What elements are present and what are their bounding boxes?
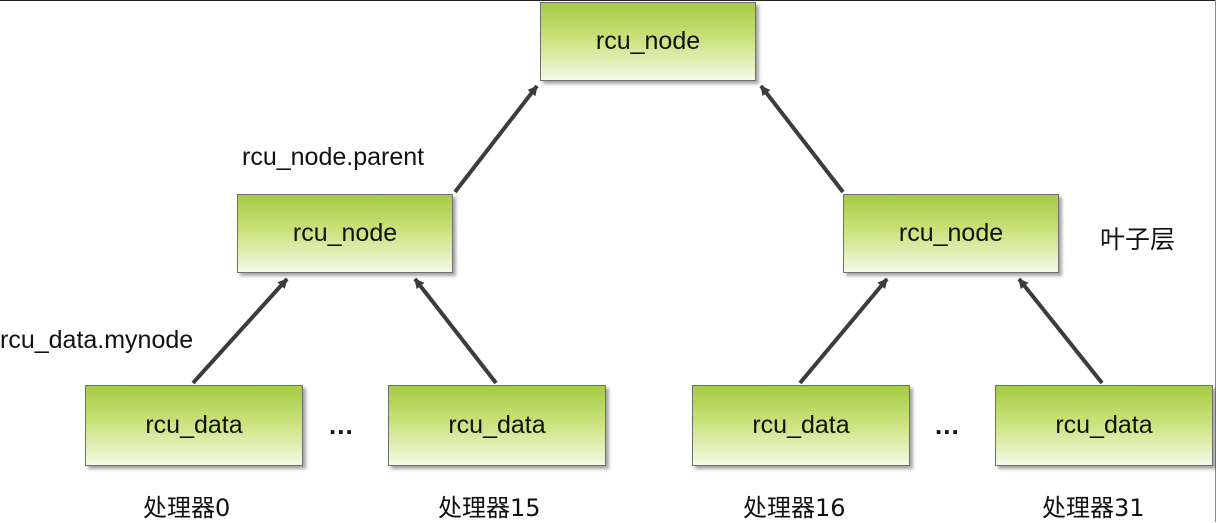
ellipsis-left: ... <box>329 410 354 440</box>
rcu-data-node-16: rcu_data <box>692 385 910 466</box>
cpu-label-15: 处理器15 <box>438 494 541 522</box>
arrow-data0-to-left <box>191 277 289 385</box>
rcu-data-node-15: rcu_data <box>388 385 606 466</box>
arrow-left-to-root <box>453 84 539 194</box>
mynode-pointer-label: rcu_data.mynode <box>0 326 194 354</box>
left-rcu-node: rcu_node <box>237 194 453 273</box>
ellipsis-right: ... <box>935 410 960 440</box>
root-rcu-node-label: rcu_node <box>595 27 701 55</box>
cpu-label-16: 处理器16 <box>743 494 846 522</box>
root-rcu-node: rcu_node <box>540 2 756 81</box>
cpu-label-31: 处理器31 <box>1042 494 1145 522</box>
arrow-data31-to-right <box>1017 277 1104 385</box>
rcu-data-node-0: rcu_data <box>85 385 303 466</box>
arrow-data15-to-left <box>413 277 498 385</box>
cpu-label-0: 处理器0 <box>143 494 231 522</box>
left-rcu-node-label: rcu_node <box>292 219 398 247</box>
arrow-data16-to-right <box>798 277 889 385</box>
top-border <box>0 0 1216 1</box>
parent-pointer-label: rcu_node.parent <box>242 143 425 171</box>
rcu-data-node-label: rcu_data <box>1055 411 1153 439</box>
arrow-right-to-root <box>759 84 845 194</box>
rcu-data-node-label: rcu_data <box>145 411 243 439</box>
right-rcu-node-label: rcu_node <box>898 219 1004 247</box>
rcu-data-node-31: rcu_data <box>995 385 1213 466</box>
rcu-data-node-label: rcu_data <box>752 411 850 439</box>
right-rcu-node: rcu_node <box>843 194 1059 273</box>
leaf-layer-label: 叶子层 <box>1100 225 1176 254</box>
rcu-data-node-label: rcu_data <box>448 411 546 439</box>
